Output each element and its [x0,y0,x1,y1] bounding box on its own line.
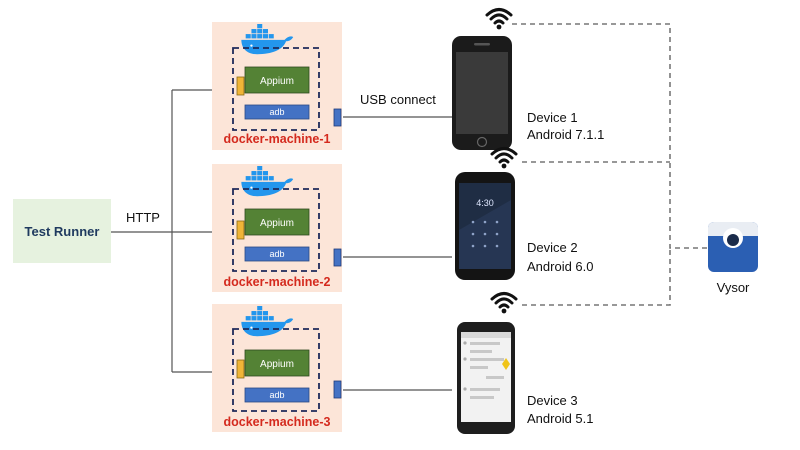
usb-port [333,248,342,267]
wifi-dashed-lines [512,23,708,306]
test-runner-label: Test Runner [25,224,100,239]
docker-machine-1: Appium adb docker-machine-1 [212,22,342,150]
device-2-os: Android 6.0 [527,259,594,274]
device-1-os: Android 7.1.1 [527,127,604,142]
adb-block [244,246,310,262]
adb-block [244,104,310,120]
usb-port [333,108,342,127]
device-2-name: Device 2 [527,240,578,255]
appium-block [244,208,310,236]
appium-block [244,66,310,94]
wifi-icon [485,8,513,31]
connectors [111,23,708,391]
vysor-eye-icon [708,222,758,272]
lock-screen-time: 4:30 [476,198,494,208]
device-1-name: Device 1 [527,110,578,125]
machine-label: docker-machine-2 [224,275,331,289]
device-1-phone [452,36,512,150]
http-label: HTTP [126,210,160,225]
appium-label: Appium [260,218,294,229]
adb-block [244,387,310,403]
docker-machine-3: Appium adb docker-machine-3 [212,304,342,432]
appium-label: Appium [260,359,294,370]
device-2-phone: 4:30 [455,172,515,280]
appium-label: Appium [260,76,294,87]
device-3-os: Android 5.1 [527,411,594,426]
wifi-icon [490,292,518,315]
adb-label: adb [269,390,284,400]
wifi-icon [490,147,518,170]
device-3-phone [457,322,515,434]
docker-machine-2: Appium adb docker-machine-2 [212,164,342,292]
machine-label: docker-machine-1 [224,132,331,146]
machine-label: docker-machine-3 [224,415,331,429]
usb-connect-label: USB connect [360,92,436,107]
vysor-label: Vysor [717,280,750,295]
device-3-name: Device 3 [527,393,578,408]
test-runner-node: Test Runner [13,199,111,263]
adb-label: adb [269,249,284,259]
appium-block [244,349,310,377]
usb-port [333,380,342,399]
adb-label: adb [269,107,284,117]
